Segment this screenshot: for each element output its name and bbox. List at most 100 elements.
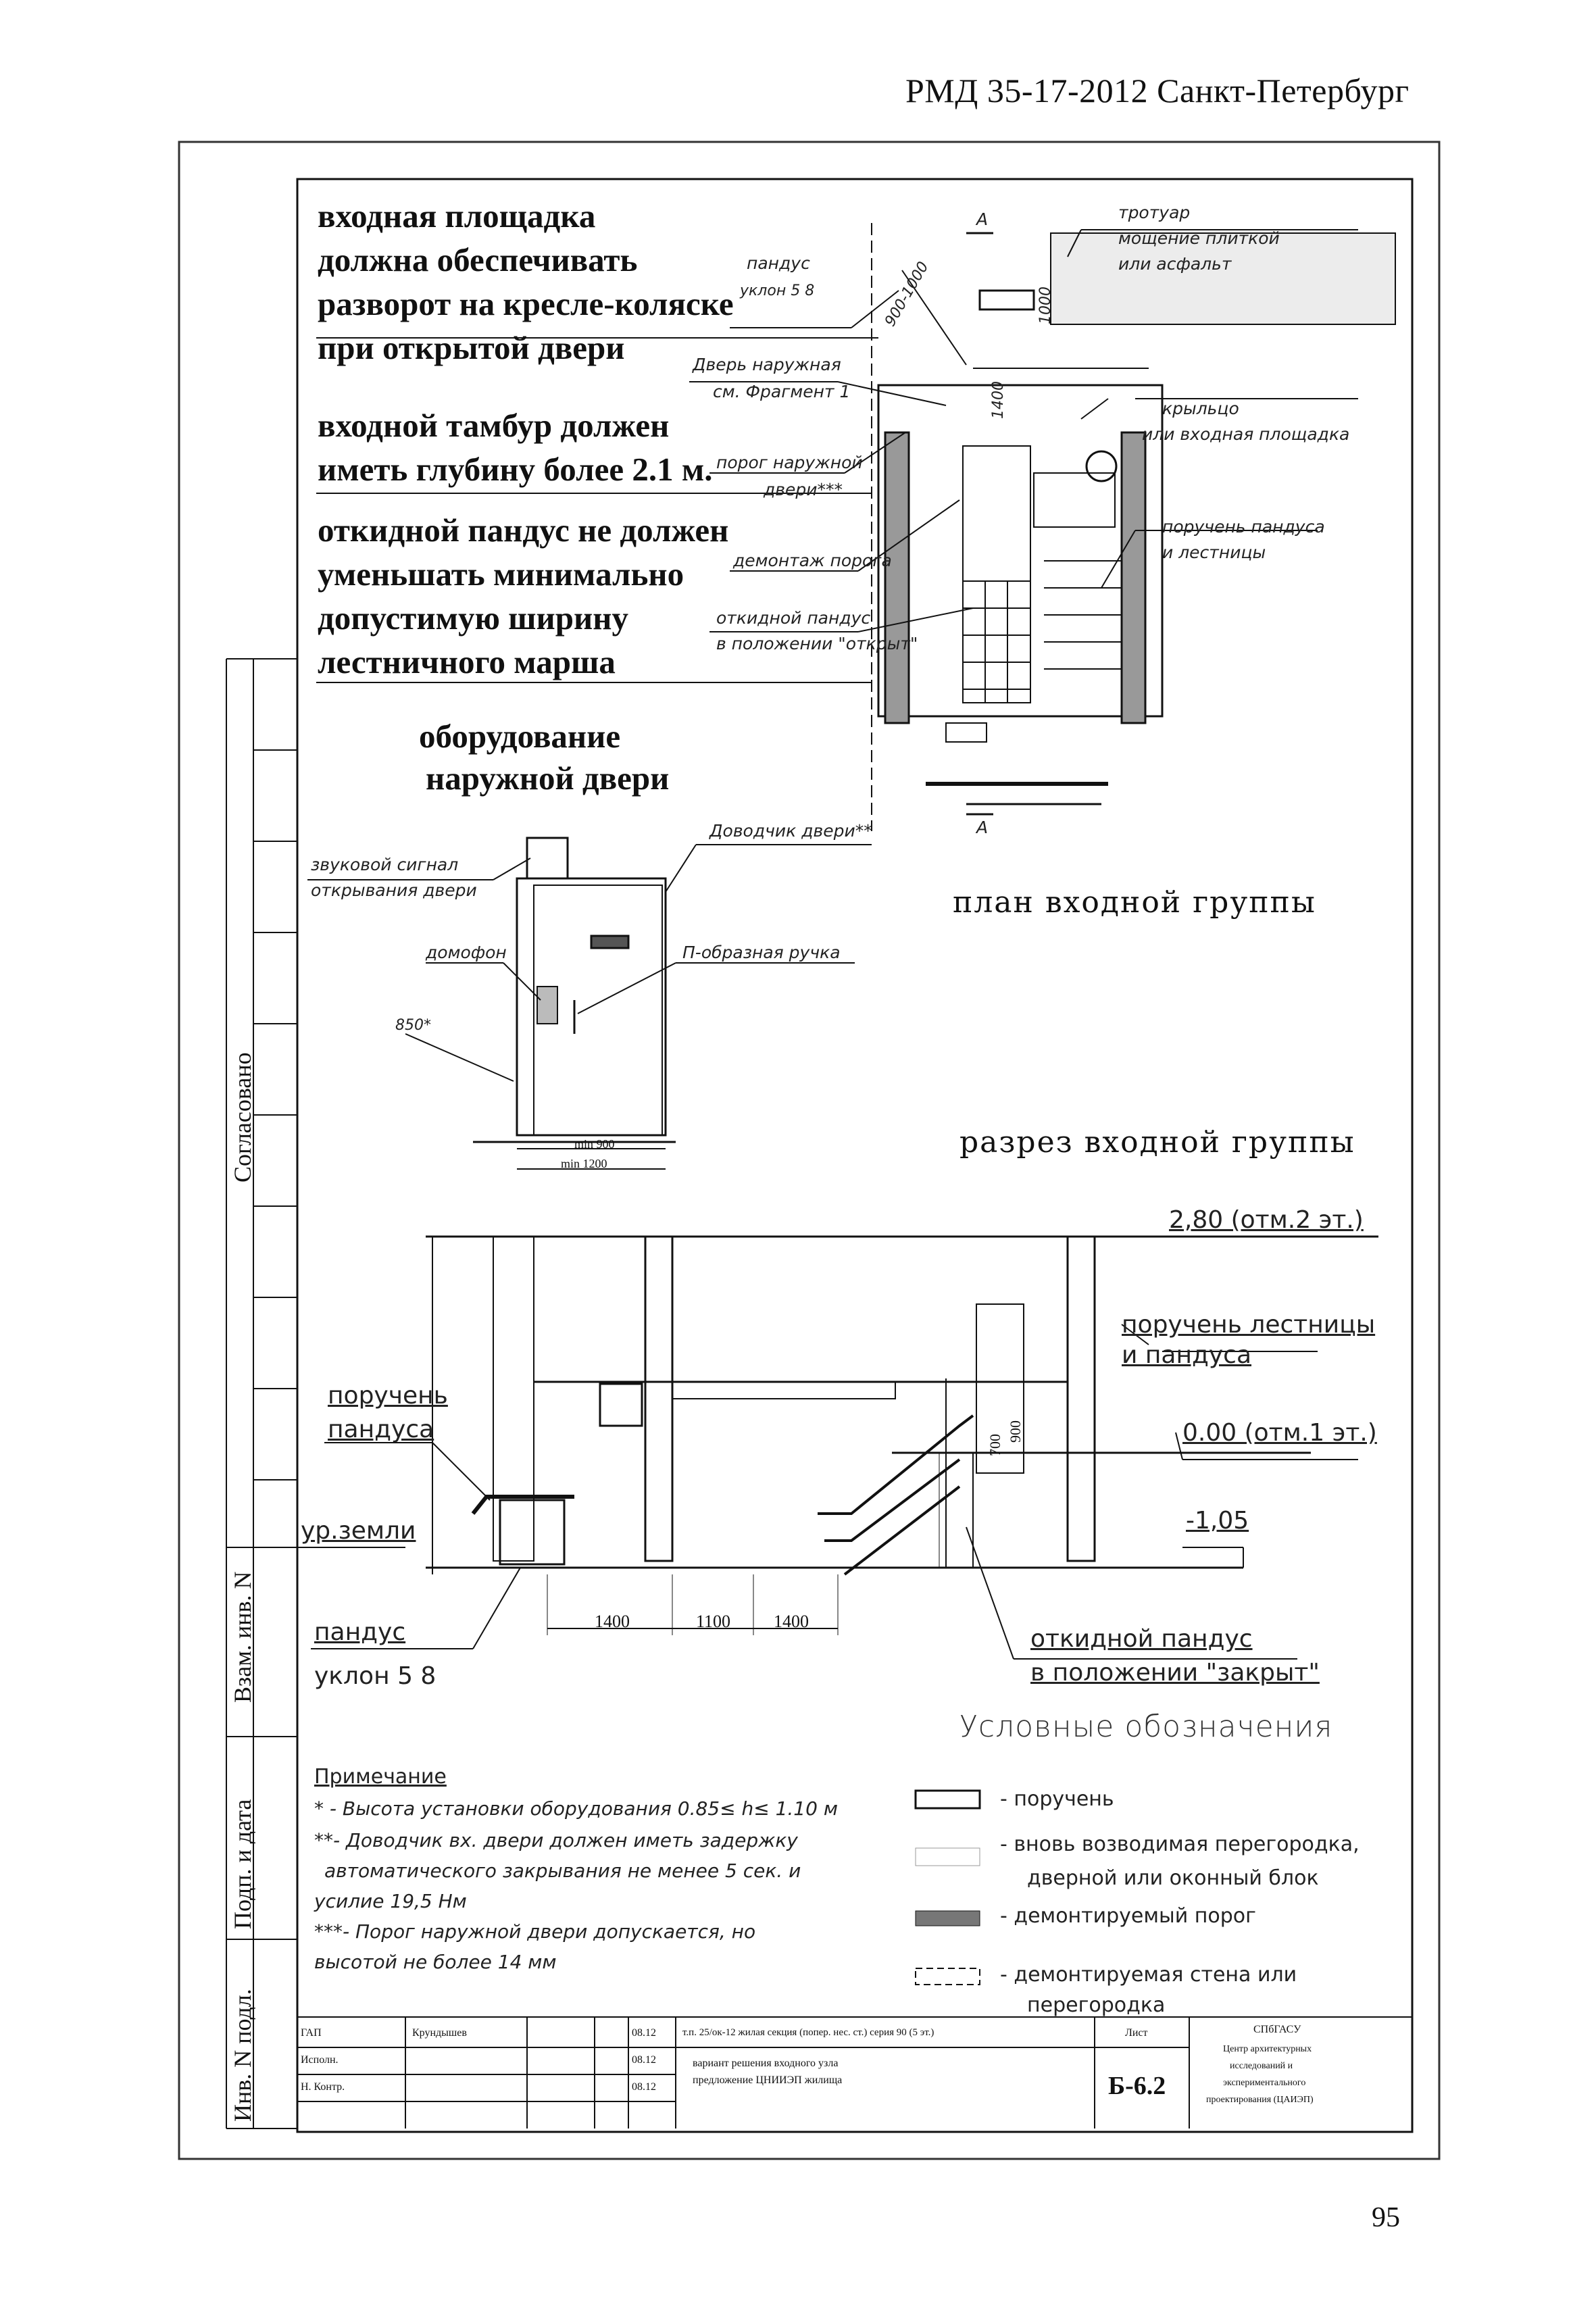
- plan-handrail-label: поручень пандуса: [1162, 517, 1325, 537]
- plan-door-label: Дверь наружная: [693, 355, 841, 374]
- page-number: 95: [1372, 2202, 1400, 2233]
- section-handrail-stair: поручень лестницы: [1122, 1311, 1376, 1339]
- section-handrail-ramp: пандуса: [328, 1416, 434, 1443]
- section-fold-ramp-state: в положении "закрыт": [1030, 1659, 1320, 1687]
- plan-dim-c: 1400: [990, 381, 1007, 419]
- section-dim-3: 1400: [774, 1612, 809, 1631]
- section-dim-h1: 700: [987, 1434, 1003, 1456]
- door-heading: оборудование: [419, 718, 621, 755]
- door-min-width: min 900: [574, 1137, 615, 1151]
- tb-date: 08.12: [632, 2081, 656, 2093]
- plan-caption: план входной группы: [953, 885, 1316, 920]
- requirement-line: входной тамбур должен: [318, 407, 670, 444]
- tb-date: 08.12: [632, 2027, 656, 2039]
- plan-threshold-note: двери***: [764, 480, 843, 499]
- note-line: высотой не более 14 мм: [314, 1951, 557, 1973]
- drawing-frame: [296, 178, 1414, 2133]
- tb-sheet-number: Б-6.2: [1108, 2072, 1166, 2100]
- tb-role-control: Н. Контр.: [301, 2081, 345, 2093]
- plan-door-ref: см. Фрагмент 1: [713, 382, 851, 401]
- side-stamp-orig-inv: Инв. N подл.: [229, 1989, 256, 2122]
- requirement-leaders: [316, 337, 878, 683]
- tb-project: т.п. 25/ок-12 жилая секция (попер. нес. …: [682, 2027, 934, 2038]
- section-dim-h2: 900: [1007, 1420, 1024, 1443]
- plan-sidewalk-asphalt: или асфальт: [1118, 254, 1232, 274]
- note-line: автоматического закрывания не менее 5 се…: [324, 1860, 801, 1882]
- section-dim-1: 1400: [595, 1612, 630, 1631]
- notes-title: Примечание: [314, 1765, 447, 1789]
- note-line: **- Доводчик вх. двери должен иметь заде…: [314, 1829, 798, 1851]
- plan-porch-alt: или входная площадка: [1142, 424, 1350, 444]
- plan-handrail-stairs: и лестницы: [1162, 543, 1266, 562]
- door-height-label: 850*: [395, 1017, 431, 1034]
- requirement-line: откидной пандус не должен: [318, 512, 729, 549]
- section-level-top: 2,80 (отм.2 эт.): [1169, 1206, 1364, 1234]
- plan-ramp-slope: уклон 5 8: [740, 282, 815, 299]
- door-min-clear: min 1200: [561, 1157, 607, 1170]
- door-sound-label: звуковой сигнал: [311, 855, 459, 874]
- requirement-line: входная площадка: [318, 197, 596, 234]
- section-ramp-label: пандус: [314, 1618, 406, 1646]
- legend-item-handrail: - поручень: [1000, 1787, 1114, 1811]
- legend-item-wall-2: перегородка: [1027, 1993, 1166, 2017]
- door-sound-label-2: открывания двери: [311, 880, 477, 900]
- legend-symbols: [914, 1789, 981, 1985]
- door-handle-label: П-образная ручка: [682, 943, 841, 962]
- section-ramp-slope: уклон 5 8: [314, 1662, 437, 1690]
- tb-name: Крундышев: [412, 2027, 467, 2039]
- plan-porch-label: крыльцо: [1162, 399, 1239, 418]
- plan-sidewalk-label: тротуар: [1118, 203, 1191, 222]
- requirement-line: должна обеспечивать: [318, 241, 638, 278]
- tb-role-exec: Исполн.: [301, 2054, 339, 2066]
- legend-item-threshold: - демонтируемый порог: [1000, 1904, 1256, 1928]
- requirement-line: допустимую ширину: [318, 599, 628, 637]
- door-heading: наружной двери: [426, 760, 670, 797]
- plan-fold-ramp: откидной пандус: [716, 608, 871, 628]
- tb-org-4: экспериментального: [1223, 2078, 1306, 2088]
- plan-ramp-label: пандус: [747, 253, 810, 273]
- tb-org-2: Центр архитектурных: [1223, 2044, 1312, 2054]
- section-mark-bottom: А: [976, 818, 989, 837]
- sheet-frame: [178, 141, 1441, 2160]
- legend-title: Условные обозначения: [959, 1710, 1333, 1744]
- door-drawing: [307, 837, 872, 1170]
- note-line: ***- Порог наружной двери допускается, н…: [314, 1920, 756, 1943]
- section-handrail-label: поручень: [328, 1382, 448, 1410]
- side-stamp-lines: [226, 658, 297, 2129]
- requirement-line: уменьшать минимально: [318, 555, 684, 593]
- tb-org-3: исследований и: [1230, 2061, 1293, 2071]
- section-level-zero: 0.00 (отм.1 эт.): [1182, 1419, 1377, 1447]
- note-line: усилие 19,5 Нм: [314, 1890, 467, 1912]
- section-level-minus: -1,05: [1186, 1507, 1249, 1535]
- plan-dim-b: 1000: [1037, 287, 1054, 324]
- tb-org: СПбГАСУ: [1253, 2024, 1301, 2035]
- tb-org-5: проектирования (ЦАИЭП): [1206, 2095, 1314, 2105]
- section-mark-top: А: [976, 209, 989, 229]
- plan-threshold-label: порог наружной: [716, 453, 863, 472]
- tb-role-gap: ГАП: [301, 2027, 322, 2039]
- section-caption: разрез входной группы: [959, 1125, 1355, 1160]
- side-stamp-replace-inv: Взам. инв. N: [229, 1571, 256, 1703]
- requirement-line: иметь глубину более 2.1 м.: [318, 451, 713, 488]
- side-stamp-sign-date: Подп. и дата: [229, 1799, 256, 1929]
- section-drawing: [297, 1235, 1378, 1660]
- document-header: РМД 35-17-2012 Санкт-Петербург: [905, 72, 1410, 109]
- tb-description: вариант решения входного узла: [693, 2058, 839, 2069]
- door-intercom-label: домофон: [426, 943, 507, 962]
- legend-item-partition-2: дверной или оконный блок: [1027, 1866, 1319, 1890]
- title-block-lines: [297, 2016, 1412, 2129]
- door-closer-label: Доводчик двери**: [709, 821, 872, 841]
- tb-date: 08.12: [632, 2054, 656, 2066]
- section-handrail-ramp-alt: и пандуса: [1122, 1341, 1252, 1369]
- note-line: * - Высота установки оборудования 0.85≤ …: [314, 1797, 838, 1820]
- plan-drawing: [689, 223, 1396, 831]
- requirement-line: лестничного марша: [318, 643, 616, 680]
- legend-item-partition: - вновь возводимая перегородка,: [1000, 1833, 1360, 1856]
- section-dim-2: 1100: [696, 1612, 731, 1631]
- plan-sidewalk-paving: мощение плиткой: [1118, 228, 1280, 248]
- section-fold-ramp: откидной пандус: [1030, 1625, 1253, 1653]
- tb-description-2: предложение ЦНИИЭП жилища: [693, 2074, 843, 2086]
- side-stamp-agreed: Согласовано: [229, 1052, 256, 1183]
- legend-item-wall: - демонтируемая стена или: [1000, 1963, 1297, 1987]
- plan-threshold-removal: демонтаж порога: [733, 551, 892, 570]
